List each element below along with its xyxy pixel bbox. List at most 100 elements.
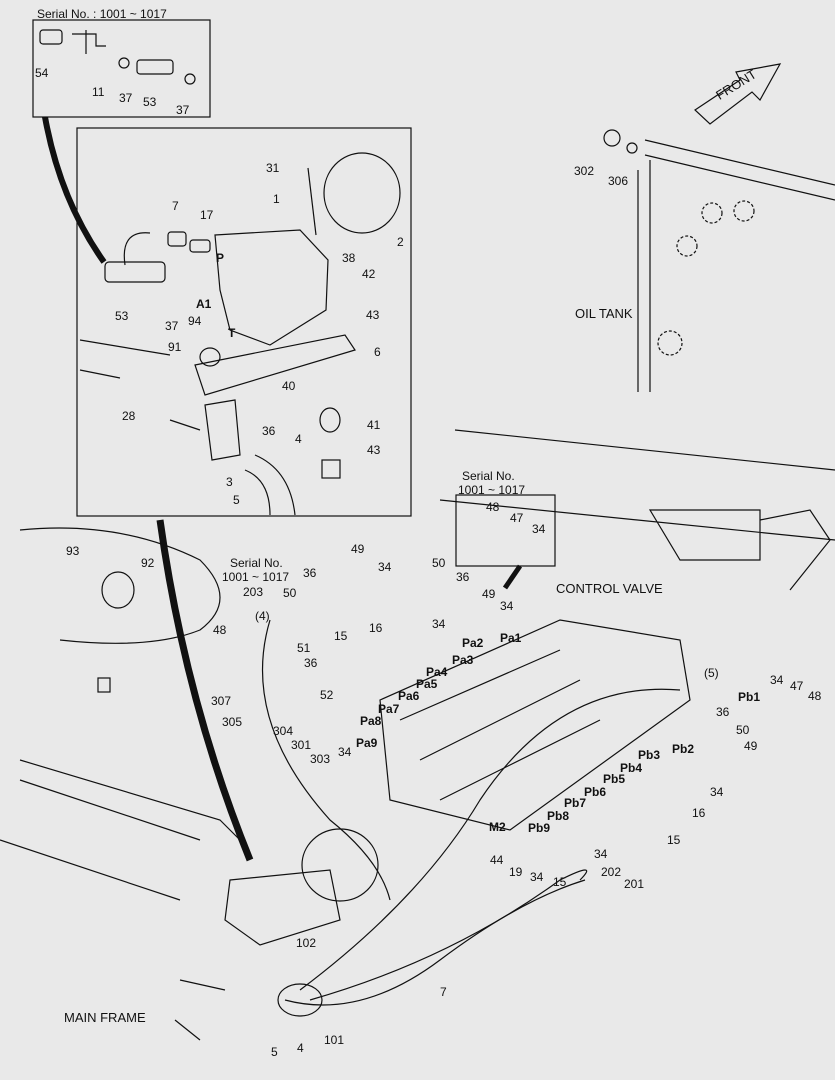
callout: 36 xyxy=(456,570,470,584)
port-label: Pb4 xyxy=(620,761,643,775)
callout: 47 xyxy=(510,511,524,525)
callout: 302 xyxy=(574,164,595,178)
port-label: Pa6 xyxy=(398,689,420,703)
callout: 49 xyxy=(482,587,496,601)
port-label: Pa2 xyxy=(462,636,484,650)
oil-tank-label: OIL TANK xyxy=(575,306,633,321)
callout: 50 xyxy=(736,723,750,737)
port-label: T xyxy=(228,326,236,340)
port-label: Pb5 xyxy=(603,772,626,786)
callout: 16 xyxy=(692,806,706,820)
callout: 48 xyxy=(486,500,500,514)
serial-left-label-2: 1001 ~ 1017 xyxy=(222,570,290,584)
port-label: Pa4 xyxy=(426,665,448,679)
port-label: Pb9 xyxy=(528,821,551,835)
callout: 51 xyxy=(297,641,311,655)
callout: 92 xyxy=(141,556,155,570)
callout: 304 xyxy=(273,724,294,738)
callout: 34 xyxy=(378,560,392,574)
callout: 102 xyxy=(296,936,317,950)
serial-top-label: Serial No. : 1001 ~ 1017 xyxy=(37,7,167,21)
callout: 42 xyxy=(362,267,376,281)
callout: 7 xyxy=(440,985,447,999)
callout: 15 xyxy=(667,833,681,847)
main-frame-label: MAIN FRAME xyxy=(64,1010,146,1025)
callout: 202 xyxy=(601,865,622,879)
callout: 11 xyxy=(92,85,105,99)
callout: 5 xyxy=(233,493,240,507)
serial-mid-label-2: 1001 ~ 1017 xyxy=(458,483,526,497)
serial-mid-label-1: Serial No. xyxy=(462,469,515,483)
callout: 38 xyxy=(342,251,356,265)
port-label: M2 xyxy=(489,820,506,834)
callout: 301 xyxy=(291,738,312,752)
port-label: Pa8 xyxy=(360,714,382,728)
callout: 34 xyxy=(710,785,724,799)
callout: 6 xyxy=(374,345,381,359)
callout: 17 xyxy=(200,208,214,222)
callout: 4 xyxy=(297,1041,304,1055)
callout: 19 xyxy=(509,865,523,879)
callout: 306 xyxy=(608,174,629,188)
callout: 48 xyxy=(808,689,822,703)
callout: 34 xyxy=(532,522,546,536)
callout: 101 xyxy=(324,1033,345,1047)
callout: 1 xyxy=(273,192,280,206)
port-label: Pa5 xyxy=(416,677,438,691)
callout: 2 xyxy=(397,235,404,249)
callout: 37 xyxy=(165,319,179,333)
callout: 15 xyxy=(553,875,567,889)
callout: 36 xyxy=(716,705,730,719)
callout: 50 xyxy=(432,556,446,570)
callout: 7 xyxy=(172,199,179,213)
port-label: Pb7 xyxy=(564,796,587,810)
callout: 307 xyxy=(211,694,232,708)
port-label: Pa1 xyxy=(500,631,522,645)
port-label: Pb1 xyxy=(738,690,761,704)
port-label: Pb3 xyxy=(638,748,661,762)
callout: 34 xyxy=(530,870,544,884)
callout: 203 xyxy=(243,585,264,599)
callout: 37 xyxy=(176,103,190,117)
callout: 34 xyxy=(770,673,784,687)
callout: 5 xyxy=(271,1045,278,1059)
callout: 37 xyxy=(119,91,133,105)
callout: 303 xyxy=(310,752,331,766)
callout: (4) xyxy=(255,609,270,623)
callout: 3 xyxy=(226,475,233,489)
callout: 34 xyxy=(338,745,352,759)
callout: 49 xyxy=(744,739,758,753)
port-label: Pa9 xyxy=(356,736,378,750)
callout: 50 xyxy=(283,586,297,600)
callout: 43 xyxy=(366,308,380,322)
port-label: Pb6 xyxy=(584,785,607,799)
callout: 305 xyxy=(222,715,243,729)
callout: 34 xyxy=(432,617,446,631)
port-label: A1 xyxy=(196,297,212,311)
callout: 34 xyxy=(594,847,608,861)
callout: 31 xyxy=(266,161,280,175)
callout: 36 xyxy=(262,424,276,438)
callout: 36 xyxy=(304,656,318,670)
port-label: Pa7 xyxy=(378,702,400,716)
callout: 40 xyxy=(282,379,296,393)
callout: 4 xyxy=(295,432,302,446)
callout: 36 xyxy=(303,566,317,580)
callout: 16 xyxy=(369,621,383,635)
callout: 49 xyxy=(351,542,365,556)
callout: 47 xyxy=(790,679,804,693)
callout: 15 xyxy=(334,629,348,643)
callout: 44 xyxy=(490,853,504,867)
callout: 53 xyxy=(143,95,157,109)
control-valve-label: CONTROL VALVE xyxy=(556,581,663,596)
port-label: P xyxy=(216,251,225,265)
callout: 54 xyxy=(35,66,49,80)
callout: 93 xyxy=(66,544,80,558)
callout: 94 xyxy=(188,314,202,328)
callout: 34 xyxy=(500,599,514,613)
callout: 53 xyxy=(115,309,129,323)
serial-left-label-1: Serial No. xyxy=(230,556,283,570)
callout: 43 xyxy=(367,443,381,457)
callout: 41 xyxy=(367,418,381,432)
